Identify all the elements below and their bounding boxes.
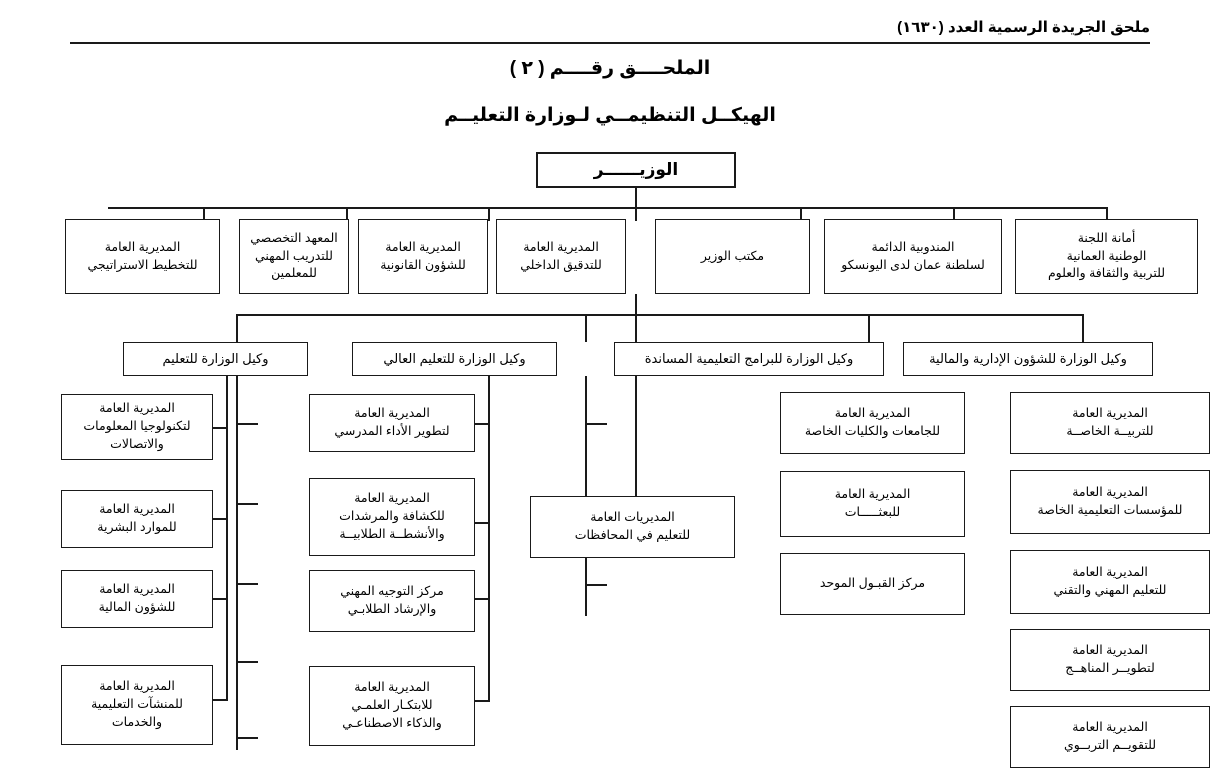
connector-col1-stub-2 (236, 503, 258, 505)
connector-col3-stub-3 (468, 598, 490, 600)
connector-col4-spine (226, 376, 228, 700)
connector-staff-drop-6 (346, 207, 348, 221)
connector-col1-spine (236, 376, 238, 750)
connector-col2-stub-1 (585, 423, 607, 425)
node-col2-child-3-label: مركز القبـول الموحد (819, 576, 926, 591)
node-undersecretary-1-label: وكيل الوزارة للتعليم (162, 350, 269, 366)
node-undersecretary-3[interactable]: وكيل الوزارة للبرامج التعليمية المساندة (614, 342, 884, 376)
node-col2-child-3[interactable]: مركز القبـول الموحد (780, 553, 965, 615)
connector-staff-drop-4 (635, 207, 637, 221)
connector-col4-stub-1 (206, 427, 228, 429)
connector-col4-stub-3 (206, 598, 228, 600)
node-undersecretary-4[interactable]: وكيل الوزارة للشؤون الإدارية والمالية (903, 342, 1153, 376)
connector-undersecretary-bus (236, 314, 1084, 316)
node-minister-label: الوزيــــــر (593, 159, 679, 179)
connector-col3-stub-2 (468, 522, 490, 524)
connector-staff-drop-1 (1106, 207, 1108, 221)
connector-col4-stub-2 (206, 518, 228, 520)
node-undersecretary-2[interactable]: وكيل الوزارة للتعليم العالي (352, 342, 557, 376)
connector-staff-drop-7 (203, 207, 205, 221)
chart-title: الهيكــل التنظيمــي لـوزارة التعليــم (444, 105, 776, 126)
connector-undersecretary-drop-1 (1082, 314, 1084, 342)
connector-staff-drop-3 (800, 207, 802, 221)
appendix-number-title: الملحــــق رقــــم ( ٢ ) (509, 58, 711, 79)
connector-col4-stub-4 (206, 699, 228, 701)
node-staff-unit-3-label: مكتب الوزير (700, 248, 765, 263)
node-undersecretary-4-label: وكيل الوزارة للشؤون الإدارية والمالية (929, 350, 1127, 366)
connector-col1-stub-1 (236, 423, 258, 425)
connector-col3-stub-1 (468, 423, 490, 425)
connector-staff-bus (108, 207, 1108, 209)
connector-undersecretary-drop-3 (585, 314, 587, 342)
connector-col1-stub-5 (236, 737, 258, 739)
connector-col1-stub-4 (236, 661, 258, 663)
node-staff-unit-3[interactable]: مكتب الوزير (655, 219, 810, 294)
node-minister[interactable]: الوزيــــــر (536, 152, 736, 188)
connector-col2-stub-3 (585, 584, 607, 586)
connector-undersecretary-drop-4 (236, 314, 238, 342)
connector-staff-drop-2 (953, 207, 955, 221)
connector-minister-drop (635, 188, 637, 209)
node-undersecretary-1[interactable]: وكيل الوزارة للتعليم (123, 342, 308, 376)
header-rule (70, 42, 1150, 44)
connector-staff-drop-5 (488, 207, 490, 221)
connector-undersecretary-drop-2 (868, 314, 870, 342)
node-undersecretary-2-label: وكيل الوزارة للتعليم العالي (383, 350, 526, 366)
connector-col1-stub-3 (236, 583, 258, 585)
connector-col3-spine (488, 376, 490, 701)
connector-col3-stub-4 (468, 700, 490, 702)
connector-minister-spine (635, 294, 637, 496)
gazette-header-text: ملحق الجريدة الرسمية العدد (١٦٣٠) (897, 19, 1150, 36)
node-undersecretary-3-label: وكيل الوزارة للبرامج التعليمية المساندة (644, 350, 854, 366)
